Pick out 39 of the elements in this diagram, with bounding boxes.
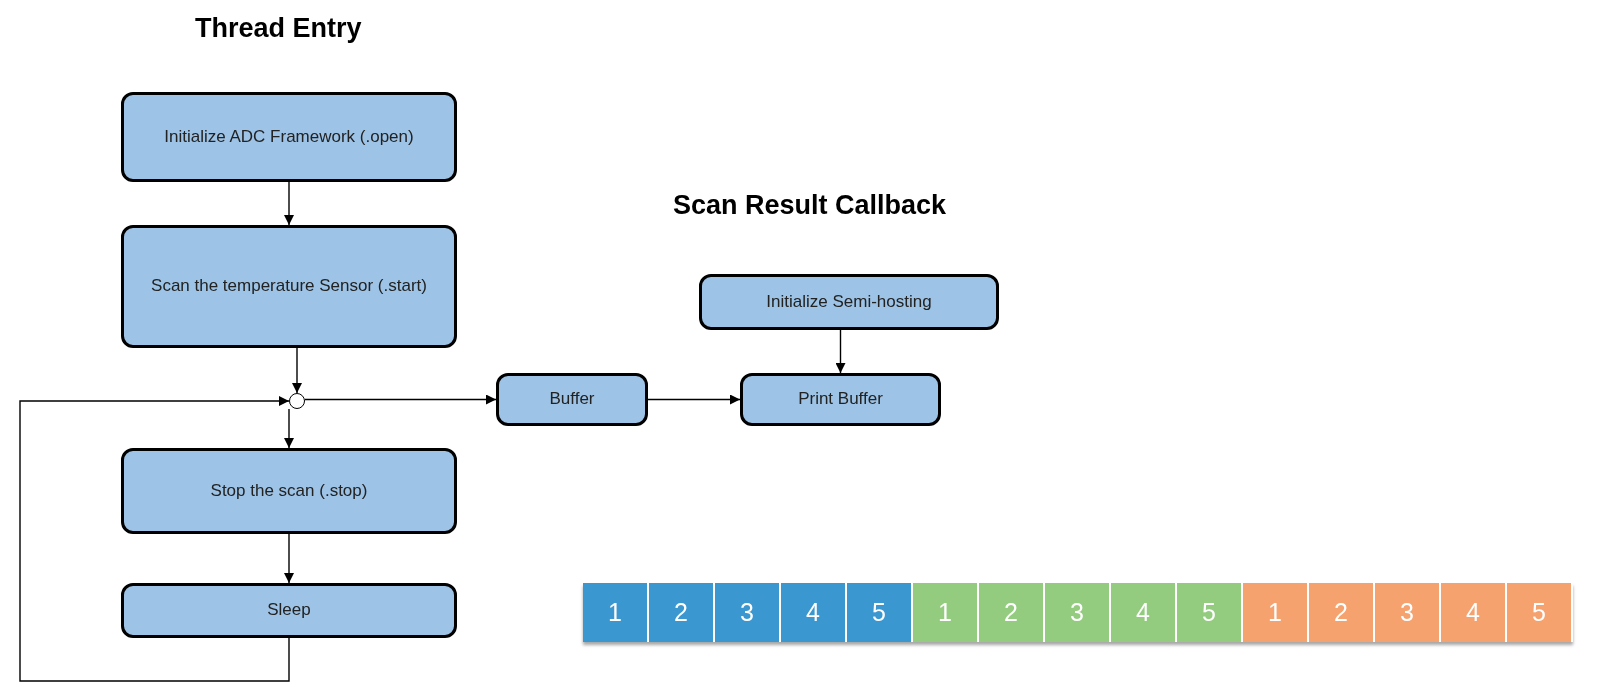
buffer-cell: 3	[715, 583, 781, 642]
box-text: Print Buffer	[798, 388, 883, 411]
process-box	[121, 448, 457, 534]
box-text: Initialize ADC Framework (.open)	[164, 125, 414, 148]
box-text: Scan the temperature Sensor (.start)	[151, 275, 427, 298]
arrow	[284, 181, 294, 226]
buffer-cell: 3	[1375, 583, 1441, 642]
buffer-cell: 4	[1111, 583, 1177, 642]
buffer-cell: 2	[1309, 583, 1375, 642]
buffer-cell: 3	[1045, 583, 1111, 642]
buffer-cell: 2	[979, 583, 1045, 642]
buffer-cell: 5	[1177, 583, 1243, 642]
arrow	[647, 394, 741, 405]
process-box	[121, 583, 457, 638]
box-text: Stop the scan (.stop)	[210, 479, 368, 502]
process-box	[121, 225, 457, 348]
buffer-cell: 4	[781, 583, 847, 642]
box-text: Buffer	[549, 388, 595, 411]
buffer-cell: 5	[1507, 583, 1573, 642]
process-box	[496, 373, 648, 426]
box-text: Sleep	[267, 599, 311, 622]
buffer-cell: 1	[583, 583, 649, 642]
section-title: Scan Result Callback	[673, 189, 947, 222]
arrow	[284, 408, 294, 449]
buffer-cell: 1	[913, 583, 979, 642]
buffer-cell: 4	[1441, 583, 1507, 642]
arrow	[304, 394, 497, 405]
buffer-cell: 2	[649, 583, 715, 642]
box-text: Initialize Semi-hosting	[766, 290, 932, 313]
buffer-cell: 5	[847, 583, 913, 642]
process-box	[740, 373, 941, 426]
process-box	[121, 92, 457, 182]
arrow	[284, 533, 294, 584]
process-box	[699, 274, 999, 330]
buffer-cell: 1	[1243, 583, 1309, 642]
arrow	[292, 347, 302, 394]
arrow	[835, 329, 846, 374]
arrow	[19, 396, 290, 682]
section-title: Thread Entry	[195, 12, 362, 45]
